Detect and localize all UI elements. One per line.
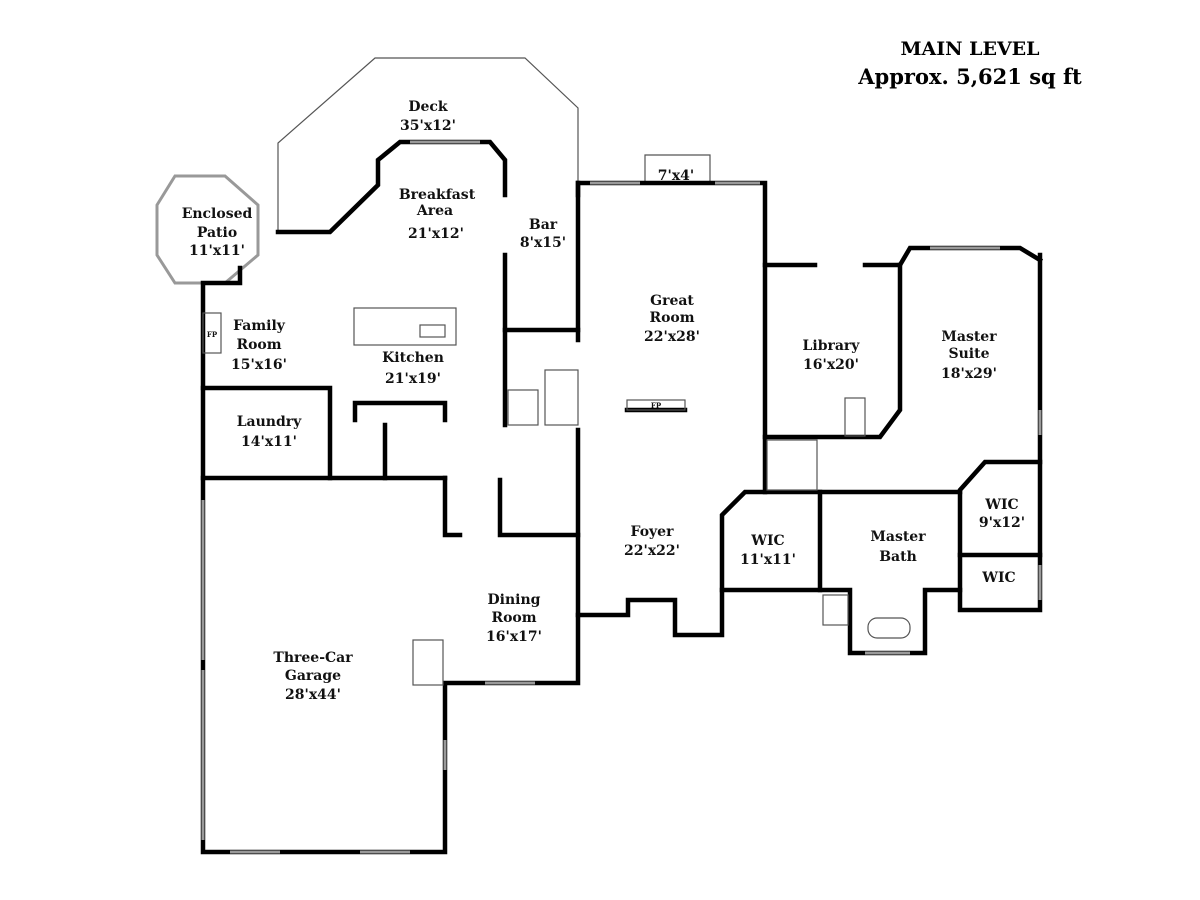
room-name: Deck — [408, 99, 448, 115]
room-size: 28'x44' — [285, 687, 341, 703]
room-name: Three-Car — [273, 650, 353, 666]
room-size: 9'x12' — [979, 515, 1025, 531]
room-size: 18'x29' — [941, 366, 997, 382]
room-name: Garage — [285, 668, 341, 684]
room-kitchen: Kitchen 21'x19' — [382, 350, 444, 387]
room-name: Area — [416, 203, 453, 219]
room-wic-right: WIC 9'x12' — [979, 497, 1025, 531]
room-garage: Three-Car Garage 28'x44' — [273, 650, 353, 703]
room-deck: Deck 35'x12' — [400, 99, 456, 134]
room-name: WIC — [750, 533, 784, 549]
room-size: 11'x11' — [189, 243, 245, 259]
room-name: Master — [870, 529, 926, 545]
room-great-room: Great Room 22'x28' — [644, 293, 700, 345]
room-size: 22'x22' — [624, 543, 680, 559]
room-name: Foyer — [631, 524, 675, 540]
room-size: 16'x20' — [803, 357, 859, 373]
plan-title: MAIN LEVEL — [900, 38, 1039, 60]
room-dining: Dining Room 16'x17' — [486, 592, 542, 645]
room-name: WIC — [984, 497, 1018, 513]
plan-area: Approx. 5,621 sq ft — [857, 64, 1082, 89]
room-family-room: Family Room 15'x16' — [231, 318, 287, 373]
room-laundry: Laundry 14'x11' — [237, 414, 302, 450]
room-size: 11'x11' — [740, 552, 796, 568]
room-name: Kitchen — [382, 350, 444, 366]
room-name: Bath — [879, 549, 917, 565]
room-bar: Bar 8'x15' — [520, 217, 566, 251]
room-name: Room — [649, 310, 694, 326]
fireplace-label: FP — [207, 330, 218, 339]
room-wic-small: WIC — [981, 570, 1015, 586]
room-library: Library 16'x20' — [803, 338, 861, 373]
family-fireplace — [202, 312, 222, 354]
room-name: Family — [233, 318, 286, 334]
room-size: 35'x12' — [400, 118, 456, 134]
fireplace-label: FP — [651, 401, 662, 410]
room-master-suite: Master Suite 18'x29' — [941, 329, 997, 382]
bay-size: 7'x4' — [658, 168, 694, 184]
room-name: Enclosed — [182, 206, 253, 222]
room-size: 15'x16' — [231, 357, 287, 373]
room-size: 22'x28' — [644, 329, 700, 345]
room-size: 14'x11' — [241, 434, 297, 450]
room-size: 8'x15' — [520, 235, 566, 251]
room-size: 21'x12' — [408, 226, 464, 242]
windows — [201, 140, 1042, 854]
room-size: 16'x17' — [486, 629, 542, 645]
great-room-fireplace — [626, 399, 686, 411]
room-wic-left: WIC 11'x11' — [740, 533, 796, 568]
stairs — [412, 369, 866, 686]
room-name: Bar — [529, 217, 558, 233]
exterior-walls — [200, 139, 1044, 855]
kitchen-sink — [419, 324, 446, 338]
room-name: Room — [236, 337, 281, 353]
room-name: Great — [650, 293, 694, 309]
bathtub — [867, 617, 911, 639]
room-name: Breakfast — [399, 187, 476, 203]
room-master-bath: Master Bath — [870, 529, 926, 565]
room-name: Dining — [488, 592, 541, 608]
room-name: Patio — [197, 225, 237, 241]
room-name: Suite — [949, 346, 990, 362]
room-name: Library — [803, 338, 861, 354]
room-size: 21'x19' — [385, 371, 441, 387]
room-name: Master — [941, 329, 997, 345]
kitchen-island — [353, 307, 457, 346]
room-enclosed-patio: Enclosed Patio 11'x11' — [182, 206, 253, 259]
room-breakfast-area: Breakfast Area 21'x12' — [399, 187, 476, 242]
room-name: Room — [491, 610, 536, 626]
shower — [822, 594, 849, 626]
deck-outline — [277, 57, 579, 232]
room-name: Laundry — [237, 414, 302, 430]
room-foyer: Foyer 22'x22' — [624, 524, 680, 559]
interior-walls — [200, 252, 1043, 593]
bay-outline — [644, 154, 711, 183]
